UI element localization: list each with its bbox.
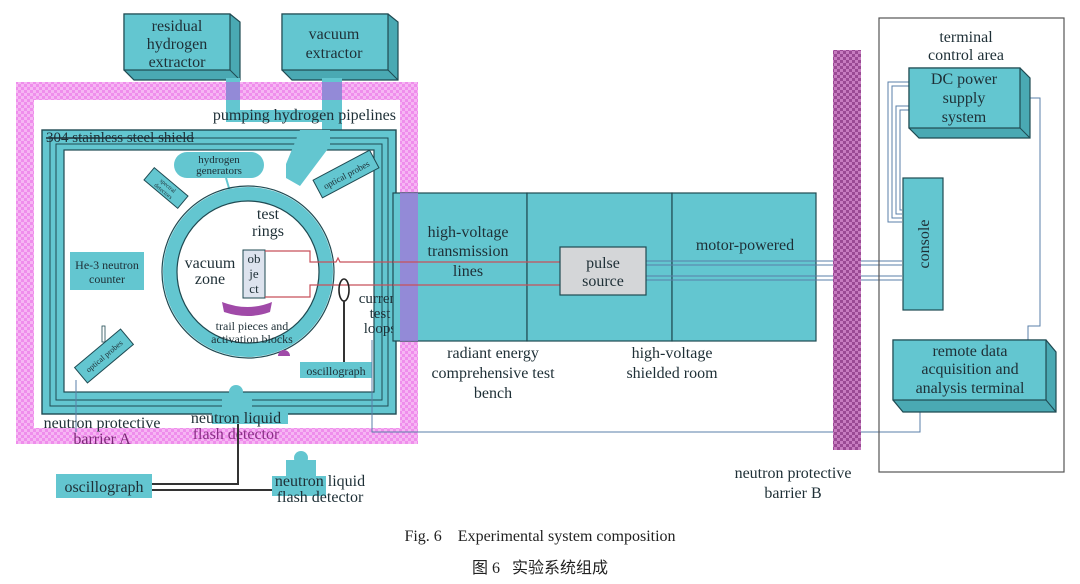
shield-label: 304 stainless steel shield: [46, 130, 194, 146]
test-object: ob je ct: [242, 249, 266, 299]
pulse-source-line2: source: [582, 273, 624, 290]
flash-detector-outside-line1: neutron liquid: [275, 473, 365, 490]
terminal-control-area: [878, 17, 1065, 473]
dc-power-line2: supply: [943, 90, 986, 107]
hydrogen-generators-line1: hydrogen: [198, 154, 240, 166]
oscillograph-outside: oscillograph: [56, 474, 152, 498]
neutron-barrier-a: [16, 82, 418, 444]
bench-label-line1: radiant energy: [447, 345, 539, 362]
neutron-barrier-b: [833, 50, 861, 450]
bench-label-line3: bench: [474, 385, 512, 402]
test-rings-line2: rings: [252, 223, 284, 240]
barrier-b-line1: neutron protective: [735, 465, 852, 482]
trail-pieces-line1: trail pieces and: [216, 319, 289, 333]
motor-powered-label: motor-powered: [696, 237, 794, 254]
terminal-area-line2: control area: [928, 47, 1004, 64]
activation-block-shape: [278, 350, 290, 356]
cables-bottom: [152, 424, 272, 491]
residual-extractor-line3: extractor: [149, 54, 207, 71]
oscillograph-inner-label: oscillograph: [306, 364, 365, 378]
pipelines-label: pumping hydrogen pipelines: [213, 107, 396, 124]
residual-extractor-line1: residual: [152, 18, 203, 35]
vacuum-extractor-line1: vacuum: [309, 26, 360, 43]
remote-line2: acquisition and: [921, 361, 1018, 378]
vacuum-extractor-line2: extractor: [306, 45, 364, 62]
test-rings-line1: test: [257, 206, 280, 223]
trail-pieces-line2: activation blocks: [211, 332, 293, 346]
flash-detector-inner-line2: flash detector: [193, 426, 280, 443]
terminal-wires: [887, 81, 1041, 340]
current-loops-line2: test: [370, 306, 392, 322]
he3-line2: counter: [89, 272, 125, 286]
flash-detector-outside: [272, 451, 326, 496]
room-label-line2: shielded room: [626, 365, 718, 382]
oscillograph-outside-label: oscillograph: [64, 479, 143, 496]
barrier-b-line2: barrier B: [764, 485, 821, 502]
dc-power-line3: system: [942, 109, 987, 126]
object-line1: ob: [248, 251, 261, 266]
he3-line1: He-3 neutron: [75, 258, 139, 272]
data-cable: [371, 340, 921, 433]
pulse-source: pulse source: [559, 246, 647, 296]
remote-data-terminal: remote data acquisition and analysis ter…: [892, 339, 1057, 413]
residual-extractor-line2: hydrogen: [147, 36, 207, 53]
remote-line3: analysis terminal: [916, 380, 1025, 397]
flash-detector-inner: [212, 385, 288, 424]
barrier-a-line1: neutron protective: [44, 415, 161, 432]
oscillograph-inner: oscillograph: [300, 362, 372, 378]
barrier-a-line2: barrier A: [73, 431, 131, 448]
remote-line1: remote data: [932, 343, 1007, 360]
hv-lines-line2: transmission: [428, 243, 509, 260]
terminal-area-line1: terminal: [939, 29, 993, 46]
dc-power-supply: DC power supply system: [908, 67, 1031, 139]
he3-neutron-counter: He-3 neutron counter: [70, 252, 144, 290]
dc-power-line1: DC power: [931, 71, 998, 88]
pulse-source-line1: pulse: [586, 255, 620, 272]
test-bench: [392, 192, 528, 342]
flash-detector-inner-line1: neutron liquid: [191, 410, 281, 427]
residual-hydrogen-extractor: residual hydrogen extractor: [123, 13, 241, 81]
flash-detector-outside-line2: flash detector: [277, 489, 364, 506]
caption-english: Fig. 6 Experimental system composition: [404, 528, 675, 545]
hv-lines-line3: lines: [453, 263, 483, 280]
probe-stand: [101, 325, 106, 343]
object-line2: je: [248, 266, 259, 281]
object-line3: ct: [249, 281, 259, 296]
current-loops-line1: current: [359, 291, 402, 307]
vacuum-zone-line2: zone: [195, 271, 225, 288]
bench-label-line2: comprehensive test: [431, 365, 555, 382]
hydrogen-generators-line2: generators: [196, 165, 242, 177]
console: console: [902, 177, 944, 311]
current-loops-line3: loops: [364, 321, 397, 337]
vacuum-extractor: vacuum extractor: [281, 13, 399, 81]
caption-chinese: 图 6 实验系统组成: [472, 559, 608, 577]
hv-lines-line1: high-voltage: [428, 224, 509, 241]
room-label-line1: high-voltage: [632, 345, 713, 362]
console-label: console: [916, 220, 933, 269]
vacuum-zone-line1: vacuum: [185, 255, 236, 272]
trail-pieces-shape: [222, 302, 272, 316]
